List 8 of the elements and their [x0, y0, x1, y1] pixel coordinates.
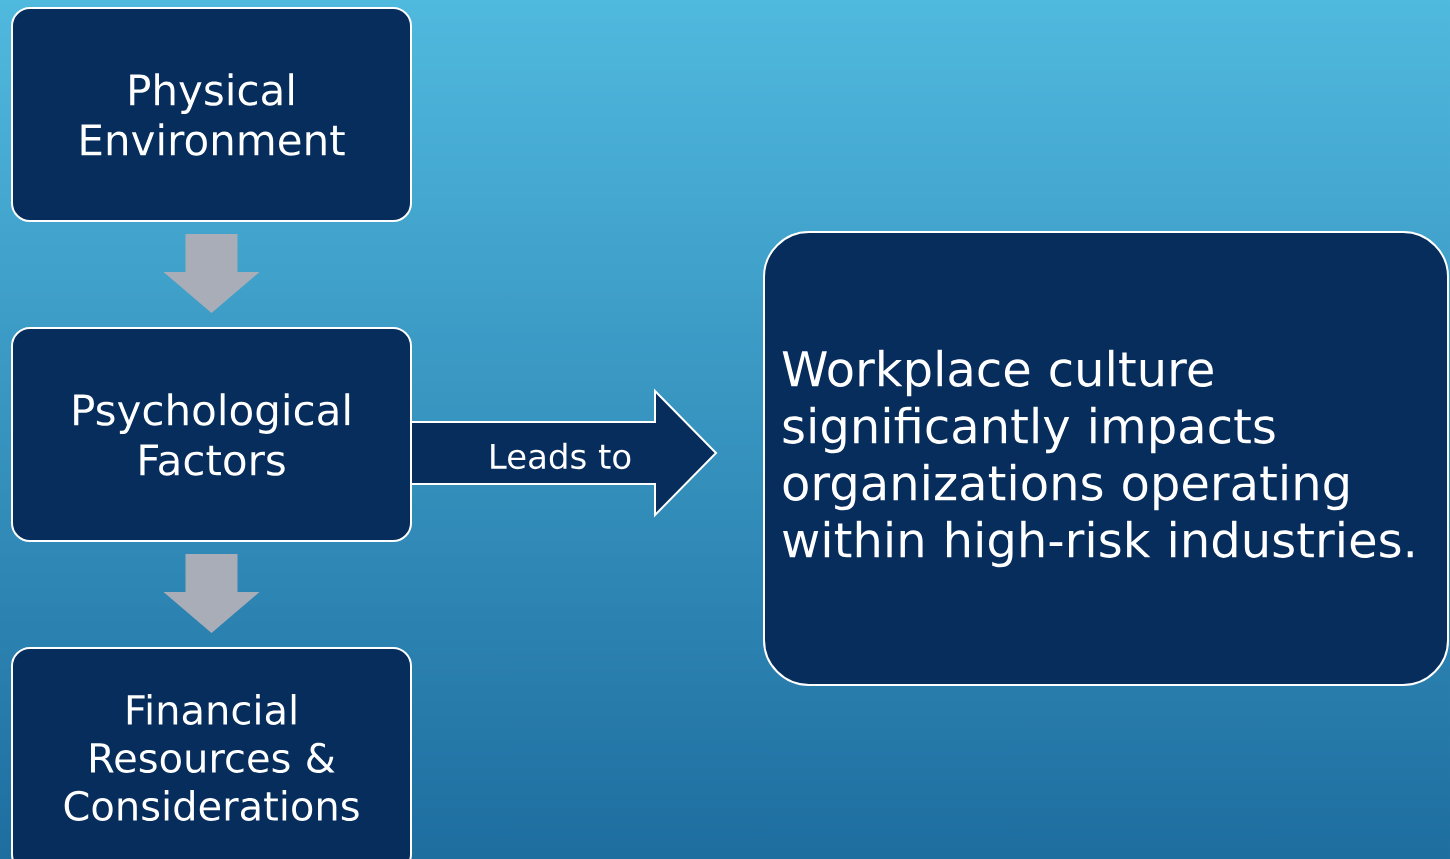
- edge-label: Leads to: [491, 442, 631, 470]
- block-arrow: [163, 554, 260, 633]
- process-box: Financial Resources & Considerations: [11, 647, 412, 859]
- process-box: Psychological Factors: [11, 327, 412, 542]
- block-arrow: [410, 388, 718, 518]
- process-box: Physical Environment: [11, 7, 412, 222]
- text-box: Workplace culture significantly impacts organizations operating within high-risk industries.: [763, 231, 1449, 686]
- block-arrow: [163, 234, 260, 313]
